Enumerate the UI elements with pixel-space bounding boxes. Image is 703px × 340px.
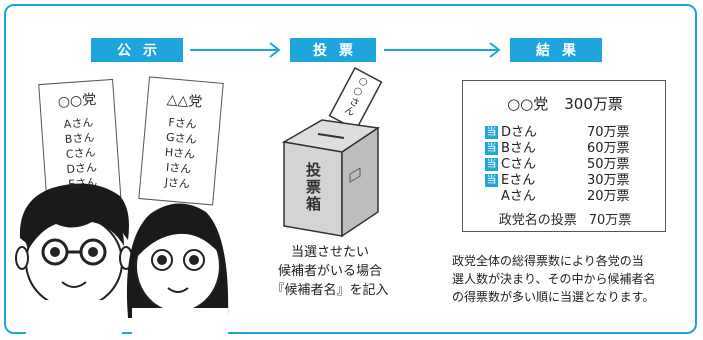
table-row: Aさん 20万票 xyxy=(485,189,655,205)
candidate-votes: 70万票 xyxy=(587,125,630,140)
candidate-name: Bさん xyxy=(501,141,536,156)
result-note-line: 政党全体の総得票数により各党の当 xyxy=(452,254,644,268)
ballot-box-icon xyxy=(281,119,381,238)
result-note-line: の得票数が多い順に当選となります。 xyxy=(452,290,655,304)
party-b-list-paper xyxy=(138,76,224,206)
candidate-votes: 30万票 xyxy=(587,173,630,188)
party-a-name: ○○党 xyxy=(57,91,97,111)
vote-caption-line: 候補者がいる場合 xyxy=(277,264,382,279)
table-row: 当 Bさん 60万票 xyxy=(485,141,655,157)
party-a-list: ○○党 Aさん Bさん Cさん Dさん Eさん xyxy=(39,88,120,194)
candidate-name: Eさん xyxy=(501,173,536,188)
result-note: 政党全体の総得票数により各党の当 選人数が決まり、その中から候補者名 の得票数が… xyxy=(452,252,692,306)
candidate-votes: 20万票 xyxy=(587,189,630,204)
elected-badge: 当 xyxy=(485,158,498,171)
result-note-line: 選人数が決まり、その中から候補者名 xyxy=(452,272,656,286)
elected-badge: 当 xyxy=(485,142,498,155)
step-announce-label: 公示 xyxy=(91,38,183,62)
candidate-name: Aさん xyxy=(501,189,536,204)
woman-voter-icon xyxy=(126,203,229,334)
table-row: 当 Dさん 70万票 xyxy=(485,125,655,141)
candidate-name: Dさん xyxy=(501,125,538,140)
result-party-name: ○○党 xyxy=(507,95,549,113)
candidate-votes: 50万票 xyxy=(587,157,630,172)
man-voter-icon xyxy=(15,183,133,334)
result-party-total: ○○党 300万票 xyxy=(463,93,667,114)
party-name-vote-row: 政党名の投票 70万票 xyxy=(463,209,667,228)
table-row: 当 Cさん 50万票 xyxy=(485,157,655,173)
vote-caption-line: 『候補者名』を記入 xyxy=(271,283,389,298)
result-table: ○○党 300万票 当 Dさん 70万票 当 Bさん 60万票 当 Cさん 50万… xyxy=(462,80,666,232)
candidate-name: Cさん xyxy=(501,157,537,172)
table-row: 当 Eさん 30万票 xyxy=(485,173,655,189)
step-result-label: 結果 xyxy=(510,38,602,62)
arrow-vote-to-result xyxy=(384,42,501,58)
ballot-box-label: 投票箱 xyxy=(304,162,322,213)
party-b-list: △△党 Fさん Gさん Hさん Iさん Jさん xyxy=(140,87,223,194)
party-a-candidates: Aさん Bさん Cさん Dさん Eさん xyxy=(41,113,120,193)
step-vote-label: 投票 xyxy=(290,38,376,62)
vote-caption-line: 当選させたい xyxy=(290,245,369,260)
result-party-votes: 300万票 xyxy=(564,95,623,113)
candidate-votes: 60万票 xyxy=(587,141,630,156)
arrow-announce-to-vote xyxy=(190,42,281,58)
party-b-candidates: Fさん Gさん Hさん Iさん Jさん xyxy=(140,113,220,194)
vote-caption: 当選させたい 候補者がいる場合 『候補者名』を記入 xyxy=(250,243,410,300)
party-vote-label: 政党名の投票 xyxy=(498,213,577,228)
elected-badge: 当 xyxy=(485,174,498,187)
party-vote-count: 70万票 xyxy=(588,213,632,228)
elected-badge: 当 xyxy=(485,126,498,139)
